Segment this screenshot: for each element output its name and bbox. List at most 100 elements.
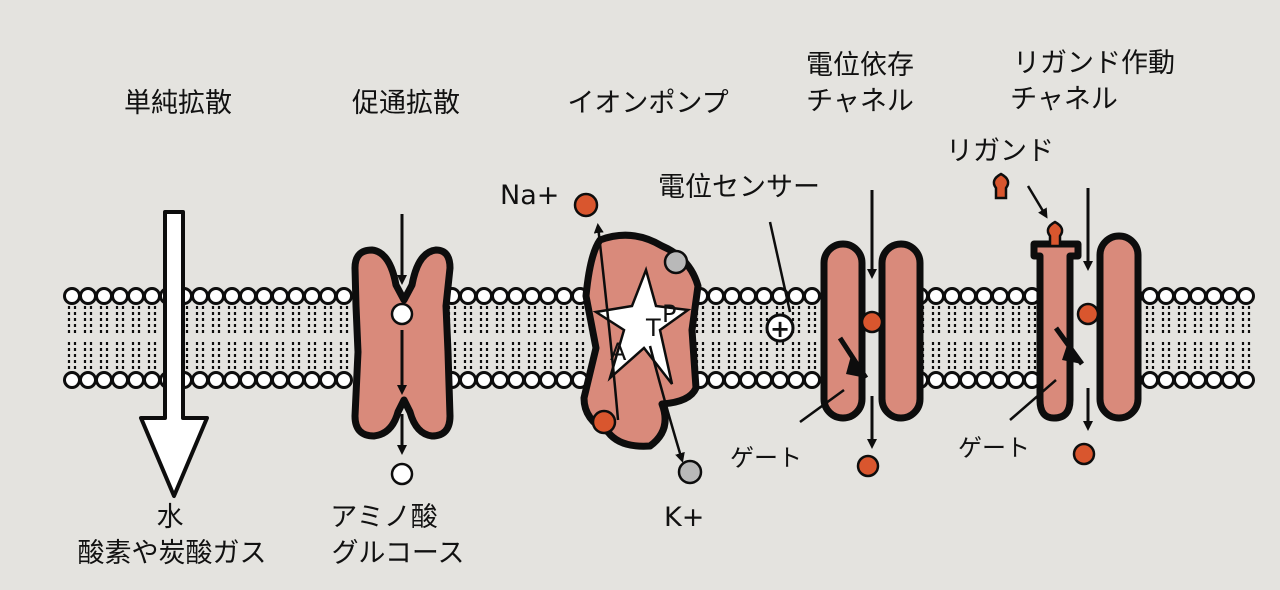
- lipid-head: [287, 371, 305, 389]
- simple-diffusion-substance-2: 酸素や炭酸ガス: [78, 538, 267, 569]
- lipid-head: [459, 371, 477, 389]
- amino-acid-molecule: [390, 302, 414, 326]
- lipid-head: [1237, 371, 1255, 389]
- na-label: Na+: [500, 180, 559, 211]
- lipid-head: [555, 371, 573, 389]
- lipid-head: [319, 287, 337, 305]
- voltage-gated-channel: +: [765, 190, 924, 478]
- lipid-head: [1221, 287, 1239, 305]
- lipid-head: [723, 371, 741, 389]
- atp-letter-a: A: [610, 338, 627, 366]
- lipid-head: [255, 287, 273, 305]
- lipid-head: [523, 287, 541, 305]
- lipid-head: [991, 371, 1009, 389]
- lipid-head: [95, 287, 113, 305]
- lipid-head: [127, 371, 145, 389]
- lipid-head: [1157, 371, 1175, 389]
- voltage-sensor: [765, 313, 795, 343]
- lipid-head: [1205, 371, 1223, 389]
- facilitated-diffusion-substance-1: アミノ酸: [330, 502, 437, 533]
- simple-diffusion-title: 単純拡散: [124, 88, 232, 119]
- lipid-head: [787, 287, 805, 305]
- lipid-head: [79, 287, 97, 305]
- ligand-gated-title-1: リガンド作動: [1013, 48, 1175, 79]
- ligand-gate-label: ゲート: [958, 434, 1030, 462]
- lipid-head: [271, 287, 289, 305]
- lipid-head: [991, 287, 1009, 305]
- lipid-head: [1157, 287, 1175, 305]
- ligand-label: リガンド: [946, 136, 1054, 167]
- atp-letter-t: T: [645, 314, 661, 342]
- lipid-head: [223, 371, 241, 389]
- lipid-head: [335, 287, 353, 305]
- lipid-head: [303, 287, 321, 305]
- k-ion-bound: [663, 249, 689, 275]
- lipid-head: [127, 287, 145, 305]
- lipid-head: [207, 371, 225, 389]
- lipid-head: [523, 371, 541, 389]
- k-ion-in: [677, 459, 703, 485]
- channel-subunit-right: [878, 240, 924, 422]
- lipid-head: [975, 371, 993, 389]
- lipid-head: [507, 287, 525, 305]
- lipid-head: [63, 287, 81, 305]
- lipid-head: [943, 287, 961, 305]
- na-ion-channel: [860, 310, 884, 334]
- lipid-head: [1141, 371, 1159, 389]
- simple-diffusion: [139, 210, 209, 498]
- lipid-head: [271, 371, 289, 389]
- lipid-head: [1173, 371, 1191, 389]
- lipid-head: [319, 371, 337, 389]
- na-ion-bound: [591, 409, 617, 435]
- lipid-head: [239, 371, 257, 389]
- lipid-head: [223, 287, 241, 305]
- lipid-head: [771, 371, 789, 389]
- lipid-head: [723, 287, 741, 305]
- lipid-head: [959, 287, 977, 305]
- lipid-head: [943, 371, 961, 389]
- lipid-head: [255, 371, 273, 389]
- na-ion-out: [573, 192, 599, 218]
- lipid-head: [539, 371, 557, 389]
- lipid-head: [287, 287, 305, 305]
- lipid-head: [191, 287, 209, 305]
- na-ion-ligand-channel: [1076, 302, 1100, 326]
- lipid-head: [803, 287, 821, 305]
- voltage-gated-title-2: チャネル: [806, 86, 914, 117]
- lipid-bilayer: [63, 287, 1255, 389]
- atp-letter-p: P: [662, 300, 676, 328]
- lipid-head: [927, 287, 945, 305]
- lipid-head: [303, 371, 321, 389]
- lipid-head: [739, 287, 757, 305]
- voltage-gate-label: ゲート: [730, 444, 802, 472]
- lipid-head: [1173, 287, 1191, 305]
- lipid-head: [1189, 371, 1207, 389]
- lipid-head: [787, 371, 805, 389]
- lipid-head: [507, 371, 525, 389]
- lipid-head: [335, 371, 353, 389]
- lipid-head: [475, 371, 493, 389]
- ligand-gated-title-2: チャネル: [1010, 84, 1118, 115]
- lipid-head: [491, 371, 509, 389]
- ion-pump: A T P: [573, 192, 703, 485]
- lipid-head: [1141, 287, 1159, 305]
- lipid-head: [739, 371, 757, 389]
- lipid-head: [707, 287, 725, 305]
- lipid-head: [1221, 371, 1239, 389]
- lipid-head: [539, 287, 557, 305]
- k-label: K+: [664, 502, 704, 533]
- lipid-head: [755, 287, 773, 305]
- facilitated-diffusion: [351, 214, 454, 486]
- na-ion-channel-out: [856, 454, 880, 478]
- lipid-head: [95, 371, 113, 389]
- facilitated-diffusion-substance-2: グルコース: [331, 538, 464, 569]
- lipid-head: [1205, 287, 1223, 305]
- lipid-head: [143, 371, 161, 389]
- lipid-head: [1007, 287, 1025, 305]
- amino-acid-molecule-out: [390, 462, 414, 486]
- bound-ligand: [1046, 220, 1064, 248]
- lipid-head: [707, 371, 725, 389]
- lipid-head: [207, 287, 225, 305]
- free-ligand-icon: [992, 172, 1010, 200]
